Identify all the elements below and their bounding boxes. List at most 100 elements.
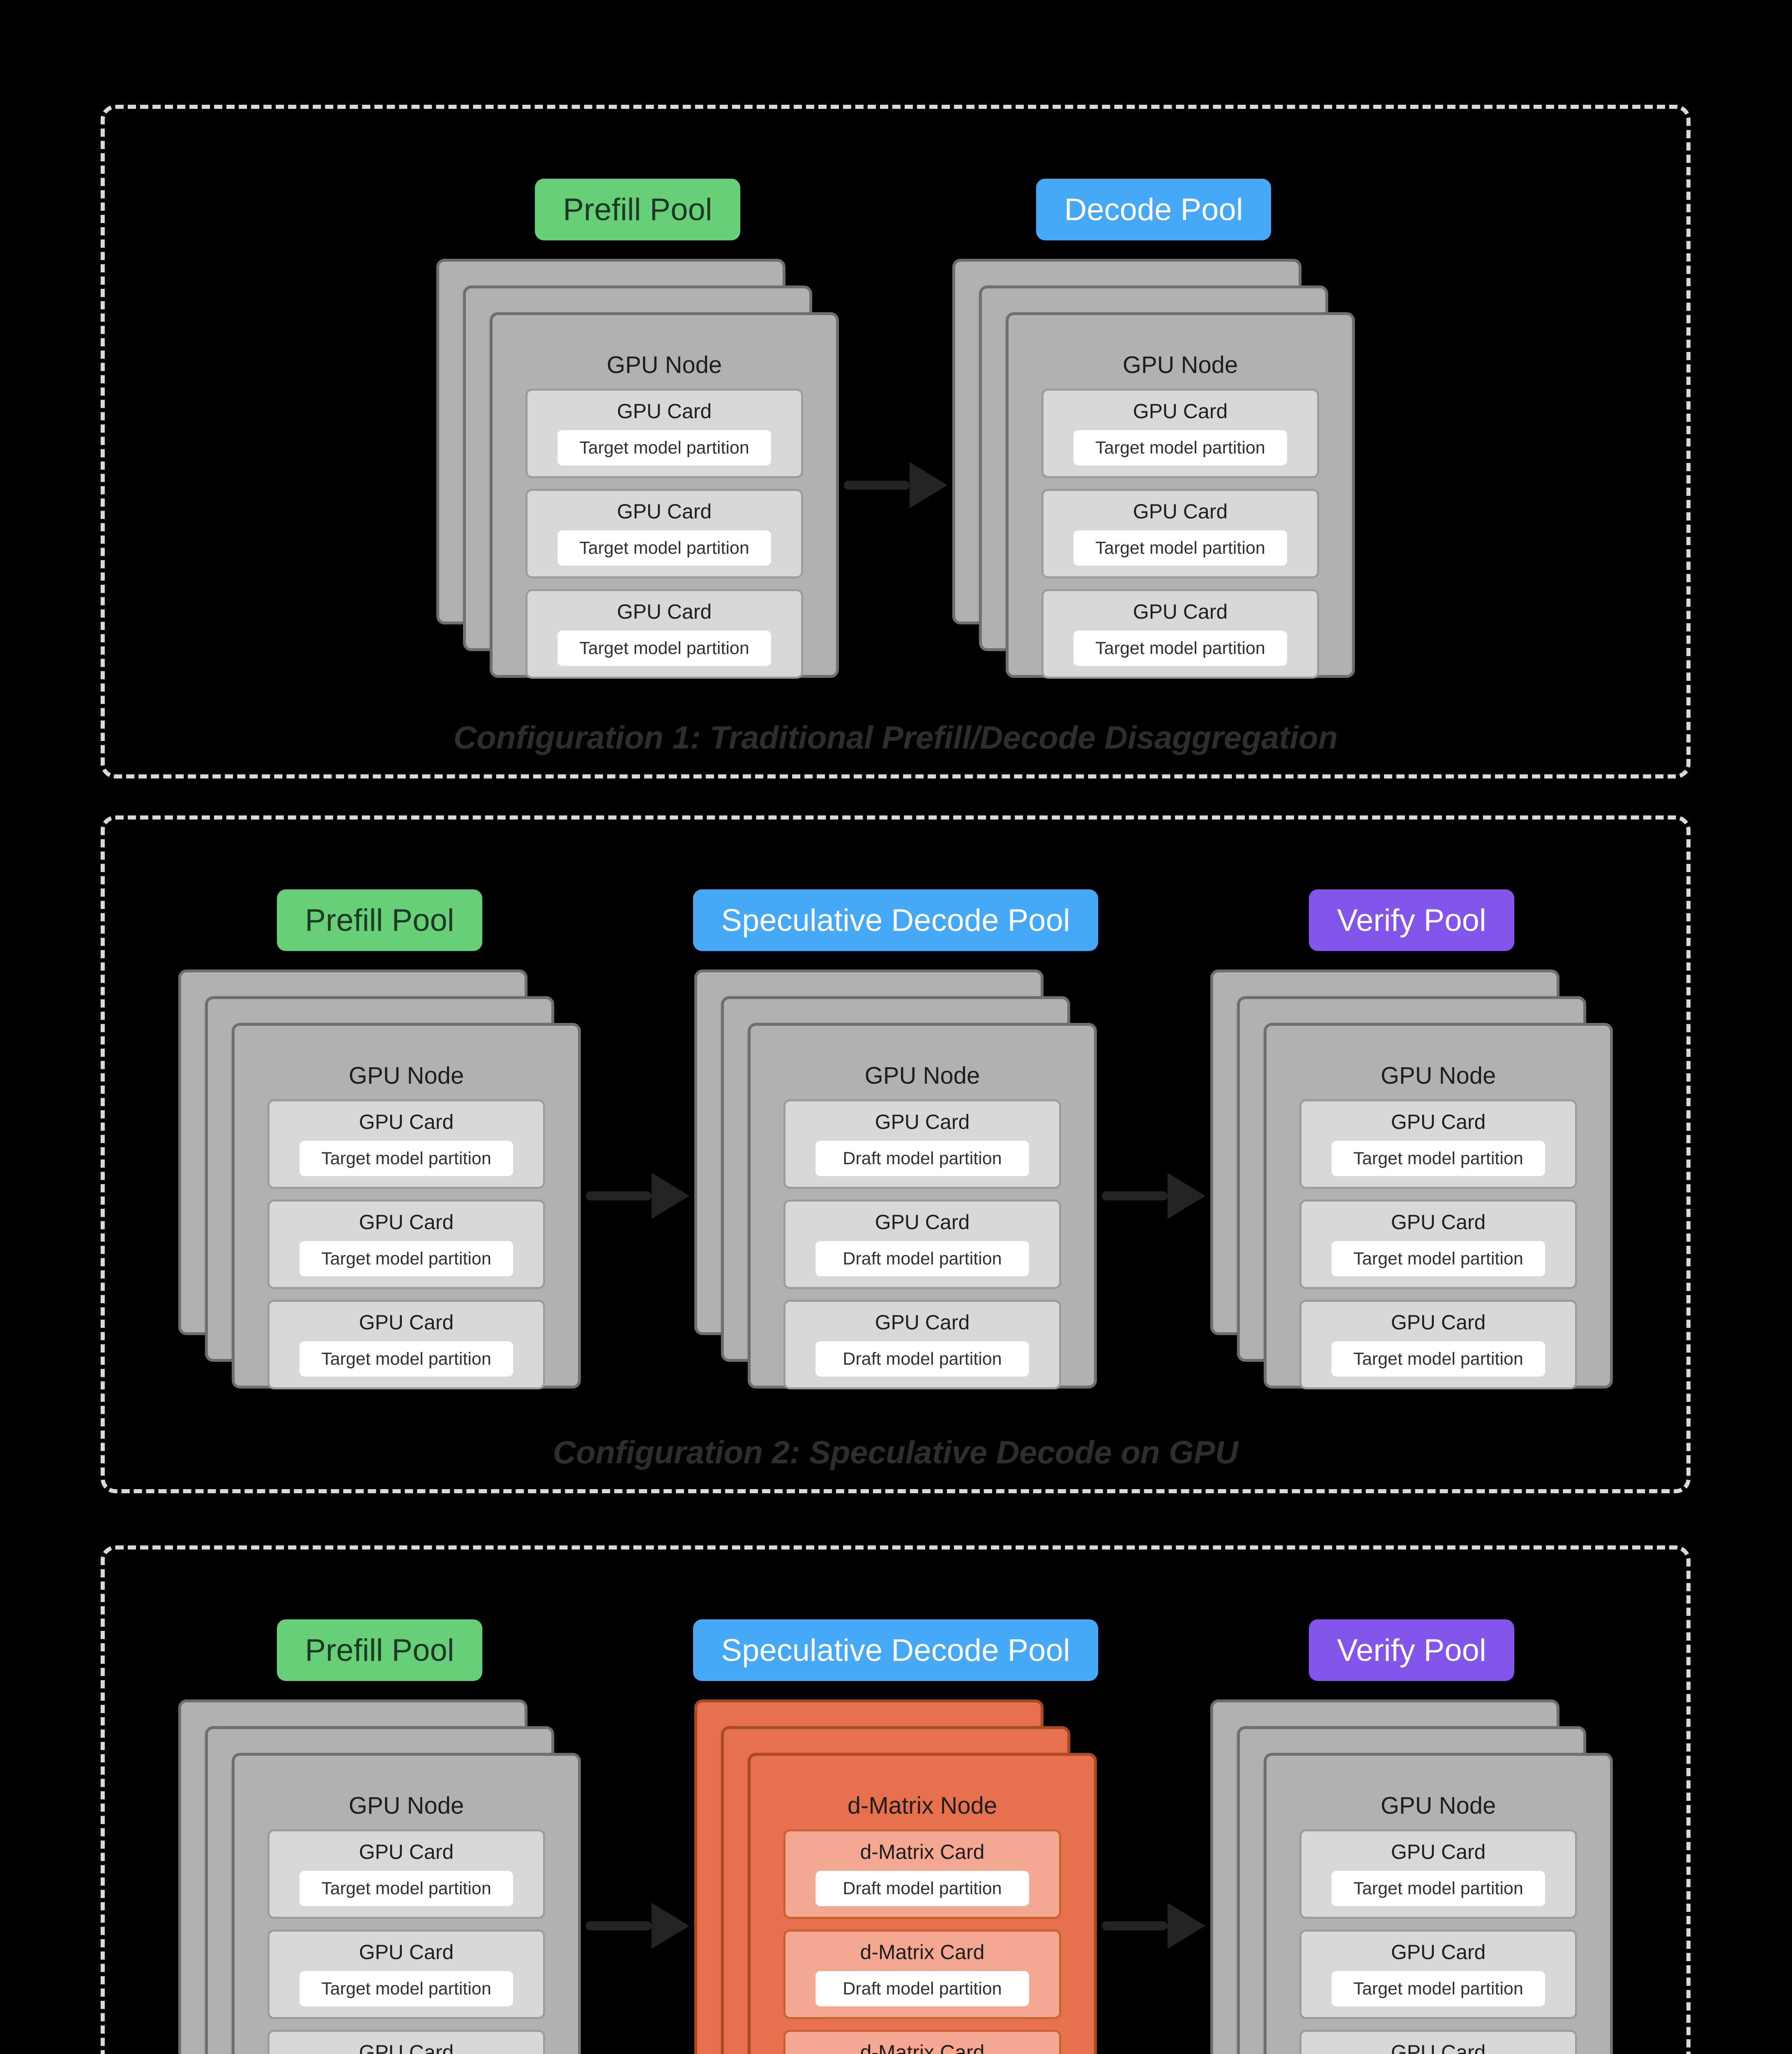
flow-arrow-icon (1102, 1173, 1205, 1219)
card-title: GPU Card (1133, 400, 1228, 423)
partition-label: Draft model partition (815, 1971, 1029, 2006)
partition-label: Target model partition (1331, 1341, 1545, 1377)
verify-pool-badge: Verify Pool (1309, 889, 1514, 951)
config-1-caption: Configuration 1: Traditional Prefill/Dec… (453, 719, 1338, 755)
partition-label: Draft model partition (815, 1241, 1029, 1276)
partition-label: Target model partition (1331, 1241, 1545, 1276)
card-title: GPU Card (359, 1110, 454, 1133)
card-title: GPU Card (359, 1311, 454, 1334)
partition-label: Target model partition (1331, 1971, 1545, 2006)
card-title: GPU Card (1391, 2041, 1486, 2054)
arrow-head (1168, 1903, 1205, 1949)
node-title: d-Matrix Node (847, 1792, 997, 1819)
partition-label: Target model partition (299, 1141, 513, 1176)
partition-label: Target model partition (1331, 1141, 1545, 1176)
card-title: GPU Card (1391, 1941, 1486, 1964)
card-title: GPU Card (875, 1110, 970, 1133)
prefill-pool-badge: Prefill Pool (277, 889, 482, 951)
speculative-decode-pool-badge: Speculative Decode Pool (693, 1619, 1098, 1681)
card-title: d-Matrix Card (860, 1941, 985, 1964)
node-title: GPU Node (1380, 1792, 1496, 1819)
arrow-head (1168, 1173, 1205, 1219)
partition-label: Draft model partition (815, 1141, 1029, 1176)
verify-pool-badge: Verify Pool (1309, 1619, 1514, 1681)
arrow-shaft (844, 481, 910, 490)
card-title: GPU Card (1391, 1840, 1486, 1863)
flow-arrow-icon (586, 1903, 689, 1949)
card-title: GPU Card (1133, 500, 1228, 523)
partition-label: Draft model partition (815, 1341, 1029, 1377)
partition-label: Target model partition (299, 1971, 513, 2006)
speculative-decode-pool-badge: Speculative Decode Pool (693, 889, 1098, 951)
card-title: GPU Card (617, 600, 712, 623)
card-title: GPU Card (1391, 1110, 1486, 1133)
partition-label: Target model partition (1073, 631, 1287, 666)
node-title: GPU Node (348, 1792, 464, 1819)
arrow-head (652, 1903, 689, 1949)
partition-label: Target model partition (557, 530, 771, 566)
partition-label: Target model partition (1073, 530, 1287, 566)
card-title: d-Matrix Card (860, 2041, 985, 2054)
arrow-shaft (1102, 1191, 1168, 1200)
partition-label: Target model partition (1073, 430, 1287, 465)
card-title: GPU Card (875, 1211, 970, 1234)
arrow-shaft (586, 1191, 652, 1200)
arrow-shaft (1102, 1921, 1168, 1930)
node-title: GPU Node (348, 1062, 464, 1089)
node-title: GPU Node (606, 352, 722, 378)
card-title: GPU Card (617, 400, 712, 423)
arrow-head (652, 1173, 689, 1219)
card-title: GPU Card (359, 1941, 454, 1964)
partition-label: Target model partition (557, 631, 771, 666)
partition-label: Target model partition (299, 1341, 513, 1377)
